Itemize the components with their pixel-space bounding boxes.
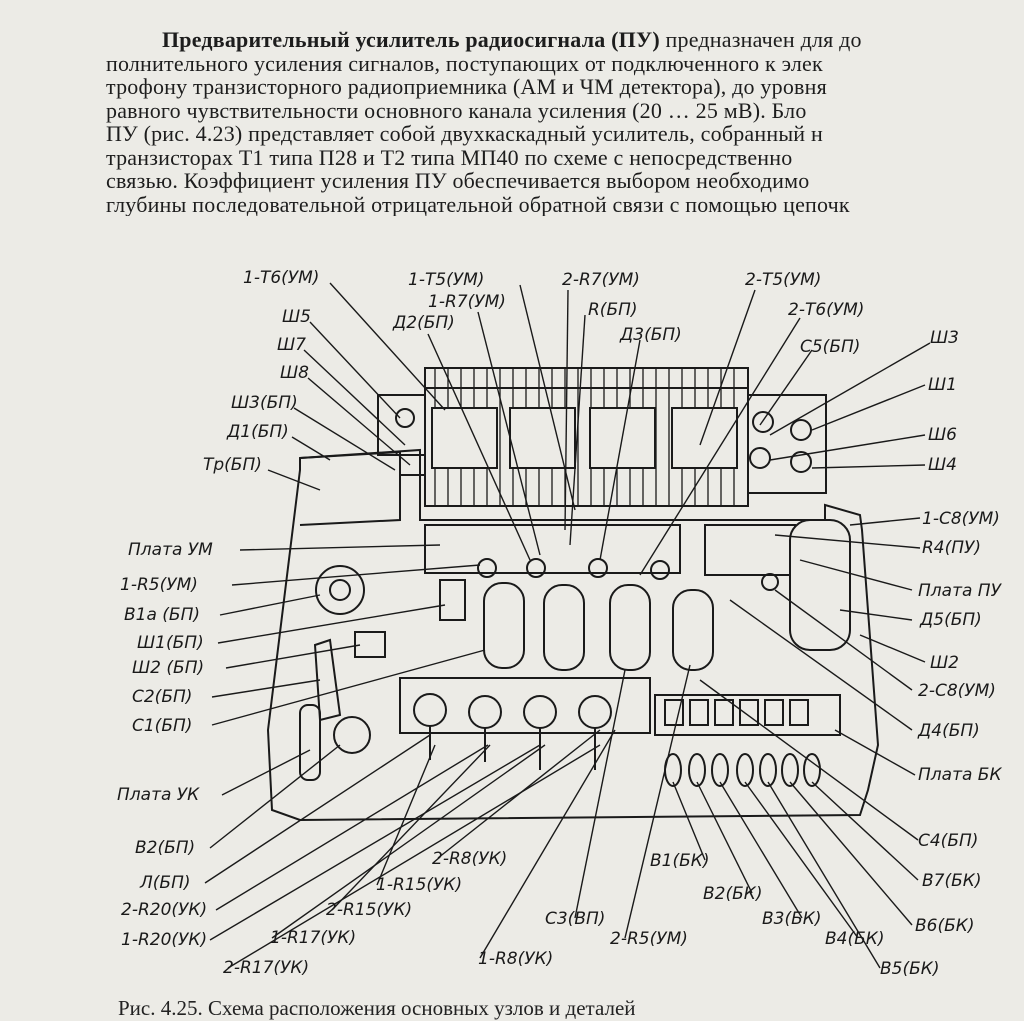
label-d3-bp: Д3(БП): [619, 325, 682, 345]
label-plata-um: Плата УМ: [128, 540, 213, 560]
label-1-t5-um: 1-Т5(УМ): [408, 270, 484, 290]
label-b1-bk: В1(БК): [650, 851, 709, 871]
heatsink: [424, 367, 749, 507]
label-1-r8-uk: 1-R8(УК): [478, 949, 553, 969]
bracket-c2: [313, 638, 342, 722]
label-b5-bk: В5(БК): [880, 959, 939, 979]
label-c4-bp: С4(БП): [918, 831, 978, 851]
label-sh5: Ш5: [282, 307, 311, 327]
label-2-r8-uk: 2-R8(УК): [432, 849, 507, 869]
label-plata-pu: Плата ПУ: [918, 581, 1003, 601]
capacitor-c8: [789, 519, 851, 651]
socket-sh5: [395, 408, 415, 428]
label-plata-uk: Плата УК: [117, 785, 200, 805]
label-2-r5-um: 2-R5(УМ): [610, 929, 688, 949]
paragraph-line-5: ПУ (рис. 4.23) представляет собой двухка…: [106, 121, 823, 146]
label-sh2: Ш2: [930, 653, 959, 673]
lamp-l: [299, 704, 321, 781]
label-r-bp: R(БП): [588, 300, 638, 320]
board-uk: [399, 677, 651, 734]
label-2-t6-um: 2-Т6(УМ): [788, 300, 864, 320]
label-sh1-bp: Ш1(БП): [137, 633, 204, 653]
label-b3-bk: В3(БК): [762, 909, 821, 929]
label-b7-bk: В7(БК): [922, 871, 981, 891]
label-r4-pu: R4(ПУ): [922, 538, 981, 558]
leader-lines: [204, 282, 931, 969]
label-2-r15-uk: 2-R15(УК): [326, 900, 412, 920]
label-sh3-bp: Ш3(БП): [231, 393, 298, 413]
label-1-r20-uk: 1-R20(УК): [121, 930, 207, 950]
label-1-r15-uk: 1-R15(УК): [376, 875, 462, 895]
label-l-bp: Л(БП): [139, 873, 191, 893]
label-sh6: Ш6: [928, 425, 957, 445]
label-sh2-bp: Ш2 (БП): [132, 658, 204, 678]
uk-pots: [413, 693, 612, 770]
label-c5-bp: С5(БП): [800, 337, 860, 357]
label-2-t5-um: 2-Т5(УМ): [745, 270, 821, 290]
label-1-c8-um: 1-С8(УМ): [922, 509, 1000, 529]
label-2-r17-uk: 2-R17(УК): [223, 958, 309, 978]
connector-sh1-bp: [439, 579, 466, 621]
paragraph-lead-bold: Предварительный усилитель радиосигнала (…: [162, 28, 660, 52]
label-1-r7-um: 1-R7(УМ): [428, 292, 506, 312]
label-2-r7-um: 2-R7(УМ): [562, 270, 640, 290]
body-paragraph: Предварительный усилитель радиосигнала (…: [106, 28, 1024, 216]
paragraph-line-7: связью. Коэффициент усиления ПУ обеспечи…: [106, 168, 810, 193]
chassis-drawing: [266, 367, 880, 822]
figure-caption: Рис. 4.25. Схема расположения основных у…: [118, 996, 636, 1020]
paragraph-line-1: Предварительный усилитель радиосигнала (…: [106, 28, 1024, 52]
bk-buttons: [664, 699, 821, 787]
transformer-box: [299, 450, 401, 526]
socket-panel-right: [747, 394, 827, 494]
label-c2-bp: С2(БП): [132, 687, 192, 707]
switch-b2: [333, 716, 371, 754]
label-sh3: Ш3: [930, 328, 959, 348]
label-d4-bp: Д4(БП): [917, 721, 980, 741]
label-sh1: Ш1: [928, 375, 957, 395]
paragraph-line-2: полнительного усиления сигналов, поступа…: [106, 50, 823, 76]
label-d5-bp: Д5(БП): [919, 610, 982, 630]
label-b1a-bp: В1а (БП): [124, 605, 200, 625]
label-sh7: Ш7: [277, 335, 306, 355]
paragraph-line-3: трофону транзисторного радиоприемника (А…: [106, 74, 827, 99]
socket-panel-left: [377, 394, 426, 456]
paragraph-line-1-rest: предназначен для до: [659, 28, 862, 52]
label-2-r20-uk: 2-R20(УК): [121, 900, 207, 920]
label-d1-bp: Д1(БП): [226, 422, 289, 442]
pot-knobs-top: [477, 558, 779, 591]
label-sh4: Ш4: [928, 455, 957, 475]
label-2-c8-um: 2-С8(УМ): [918, 681, 996, 701]
board-um: [424, 524, 681, 574]
label-c1-bp: С1(БП): [132, 716, 192, 736]
electrolytic-capacitors: [483, 582, 714, 671]
paragraph-line-8: глубины последовательной отрицательной о…: [106, 191, 850, 216]
label-c3-vp: С3(ВП): [545, 909, 605, 929]
label-1-r5-um: 1-R5(УМ): [120, 575, 198, 595]
label-b4-bk: В4(БК): [825, 929, 884, 949]
socket-sh8: [399, 454, 426, 476]
board-pu: [704, 524, 796, 576]
switch-b1a: [315, 565, 365, 615]
label-1-r17-uk: 1-R17(УК): [270, 928, 356, 948]
label-plata-bk: Плата БК: [918, 765, 1002, 785]
board-bk: [654, 694, 841, 736]
label-b2-bk: В2(БК): [703, 884, 762, 904]
label-b6-bk: В6(БК): [915, 916, 974, 936]
label-sh8: Ш8: [280, 363, 309, 383]
label-1-t6-um: 1-Т6(УМ): [243, 268, 319, 288]
label-b2-bp: В2(БП): [135, 838, 195, 858]
connector-sh2-bp: [354, 631, 386, 658]
label-d2-bp: Д2(БП): [392, 313, 455, 333]
paragraph-line-6: транзисторах Т1 типа П28 и Т2 типа МП40 …: [106, 144, 793, 170]
paragraph-line-4: равного чувствительности основного канал…: [106, 97, 807, 123]
label-tr-bp: Тр(БП): [203, 455, 262, 475]
